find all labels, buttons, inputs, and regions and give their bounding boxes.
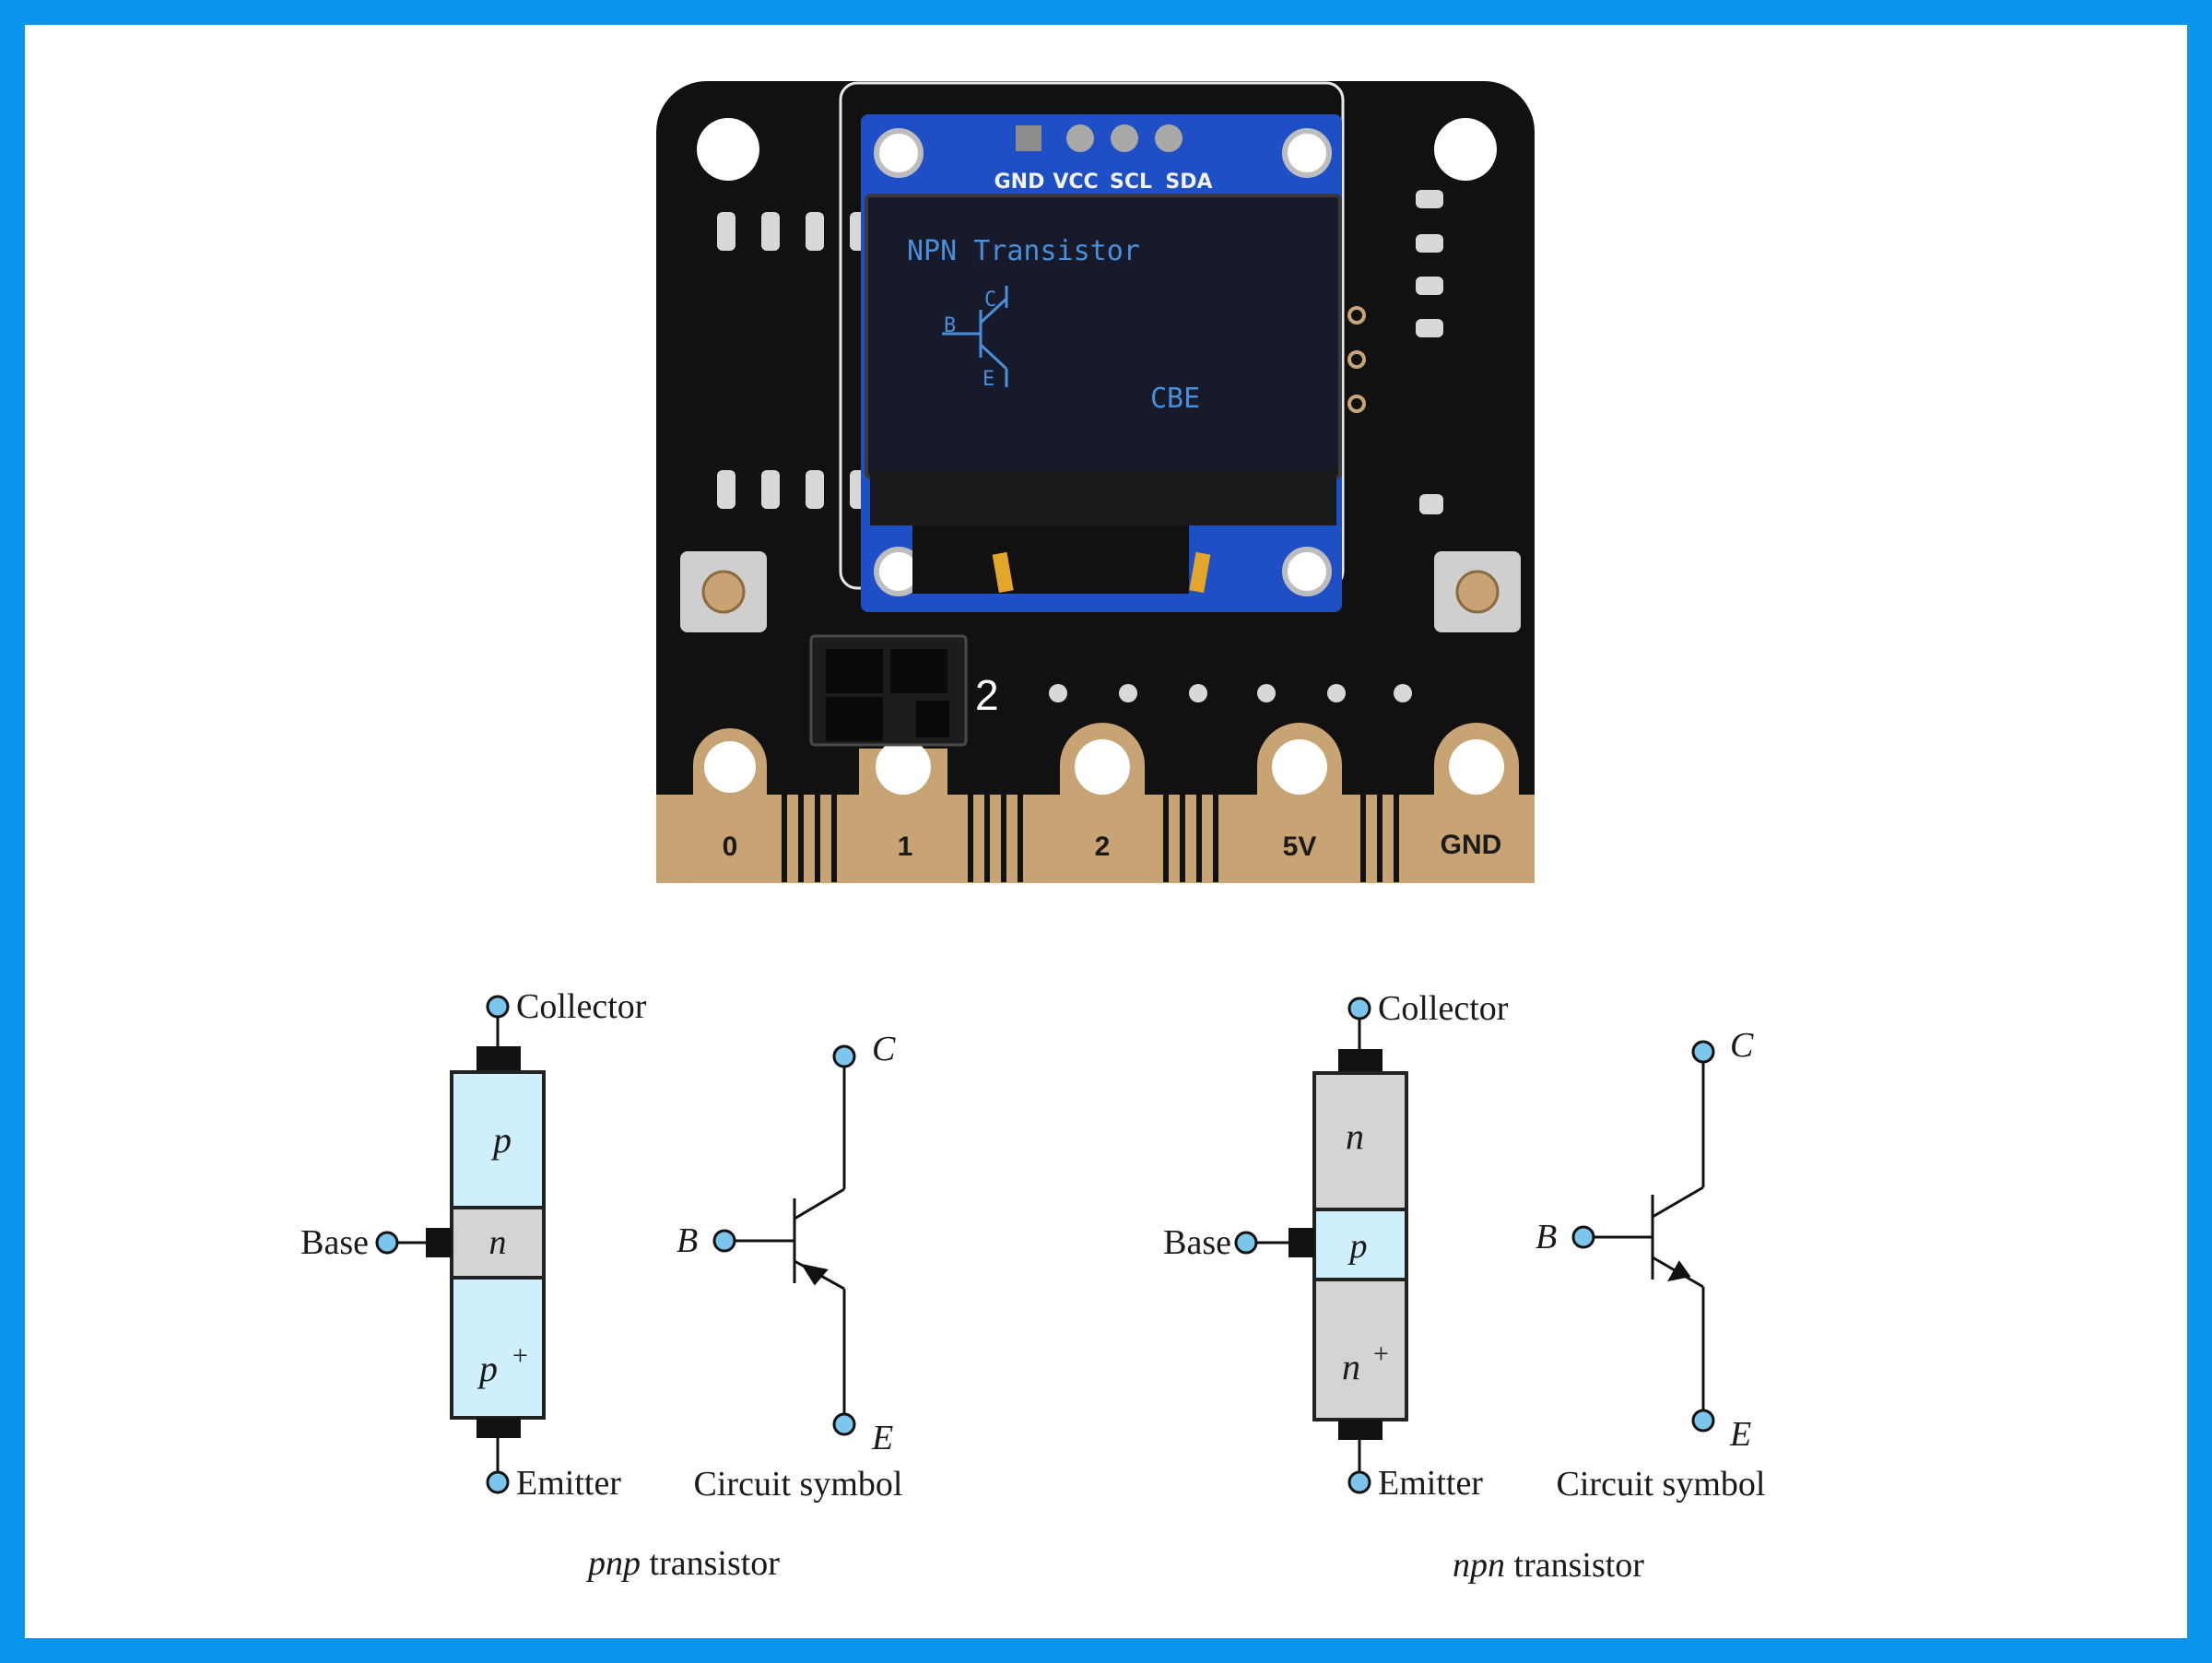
base-terminal-icon [1234, 1231, 1258, 1255]
npn-symbol-e: E [1729, 1415, 1751, 1454]
npn-symbol-caption: Circuit symbol [1557, 1465, 1766, 1504]
pin-label-sda: SDA [1165, 171, 1212, 194]
screen-label-c: C [984, 289, 996, 312]
pnp-base-label: Base [300, 1223, 369, 1262]
pnp-layer-bottom [450, 1276, 546, 1420]
pnp-structure [375, 995, 546, 1494]
collector-terminal-icon [486, 995, 510, 1019]
npn-caption: npn transistor [1453, 1546, 1644, 1585]
mounting-hole-icon [1449, 739, 1504, 795]
smd-components [717, 190, 1443, 514]
pnp-collector-label: Collector [516, 987, 647, 1026]
npn-layer-middle-label: p [1347, 1227, 1368, 1266]
npn-layer-bottom [1312, 1278, 1408, 1421]
push-button-icon[interactable] [680, 551, 767, 632]
collector-terminal-icon [1347, 997, 1371, 1020]
pnp-circuit-symbol [735, 1067, 846, 1414]
edge-pad-label-gnd: GND [1441, 830, 1502, 860]
pnp-layer-middle [450, 1206, 546, 1280]
npn-symbol-b: B [1535, 1218, 1557, 1256]
oled-header [1016, 124, 1182, 152]
mounting-hole-icon [874, 128, 924, 178]
edge-pad-label-2: 2 [1095, 832, 1111, 862]
pnp-symbol-e: E [871, 1419, 893, 1457]
npn-structure [1234, 997, 1408, 1494]
emitter-terminal-icon [486, 1470, 510, 1494]
base-terminal-icon [375, 1231, 399, 1255]
pnp-layer-bottom-sup: + [512, 1340, 528, 1371]
pnp-emitter-label: Emitter [516, 1464, 621, 1503]
screen-pinout: CBE [1150, 383, 1200, 415]
npn-layer-middle [1312, 1208, 1408, 1281]
pnp-layer-middle-label: n [489, 1223, 507, 1262]
mounting-hole-icon [1075, 739, 1130, 795]
screen-transistor-symbol [942, 286, 1008, 387]
npn-collector-label: Collector [1378, 989, 1509, 1028]
pin-label-vcc: VCC [1053, 171, 1098, 194]
npn-layer-top-label: n [1346, 1115, 1364, 1157]
pnp-symbol-c: C [872, 1030, 896, 1068]
edge-pad-label-5v: 5V [1283, 832, 1317, 862]
screen-label-b: B [944, 314, 956, 337]
pin-label-gnd: GND [994, 171, 1045, 194]
npn-base-label: Base [1163, 1223, 1231, 1262]
pnp-layer-top-label: p [490, 1119, 512, 1161]
screen-label-e: E [982, 368, 994, 391]
mounting-hole-icon [697, 118, 759, 181]
emitter-terminal-icon [1347, 1470, 1371, 1494]
mounting-hole-icon [1272, 739, 1327, 795]
b-terminal-icon [1571, 1225, 1595, 1249]
pnp-caption: pnp transistor [585, 1544, 780, 1583]
c-terminal-icon [1691, 1040, 1715, 1064]
npn-layer-bottom-label: n [1342, 1346, 1360, 1387]
pnp-layer-bottom-label: p [477, 1348, 498, 1389]
npn-circuit-symbol [1593, 1062, 1705, 1410]
screen-title: NPN Transistor [907, 235, 1140, 267]
b-terminal-icon [712, 1229, 736, 1253]
e-terminal-icon [832, 1412, 856, 1436]
npn-layer-bottom-sup: + [1373, 1339, 1389, 1369]
pin-label-scl: SCL [1110, 171, 1152, 194]
mounting-hole-icon [1282, 128, 1332, 178]
c-terminal-icon [832, 1044, 856, 1068]
mounting-hole-icon [1434, 118, 1497, 181]
gpio-pads [1049, 684, 1412, 702]
npn-symbol-c: C [1730, 1026, 1754, 1065]
pnp-symbol-b: B [677, 1221, 698, 1260]
mounting-hole-icon [876, 739, 931, 795]
push-button-icon[interactable] [1434, 551, 1521, 632]
edge-pads [693, 723, 1519, 883]
connector-label: 2 [975, 671, 999, 719]
edge-pad-label-1: 1 [898, 832, 913, 862]
e-terminal-icon [1691, 1409, 1715, 1433]
mounting-hole-icon [1282, 547, 1332, 596]
edge-pad-label-0: 0 [723, 832, 738, 862]
edge-fingers [782, 795, 1399, 882]
npn-layer-top [1312, 1071, 1408, 1211]
mounting-hole-icon [704, 741, 756, 793]
npn-emitter-label: Emitter [1378, 1464, 1483, 1503]
pnp-symbol-caption: Circuit symbol [694, 1465, 903, 1504]
